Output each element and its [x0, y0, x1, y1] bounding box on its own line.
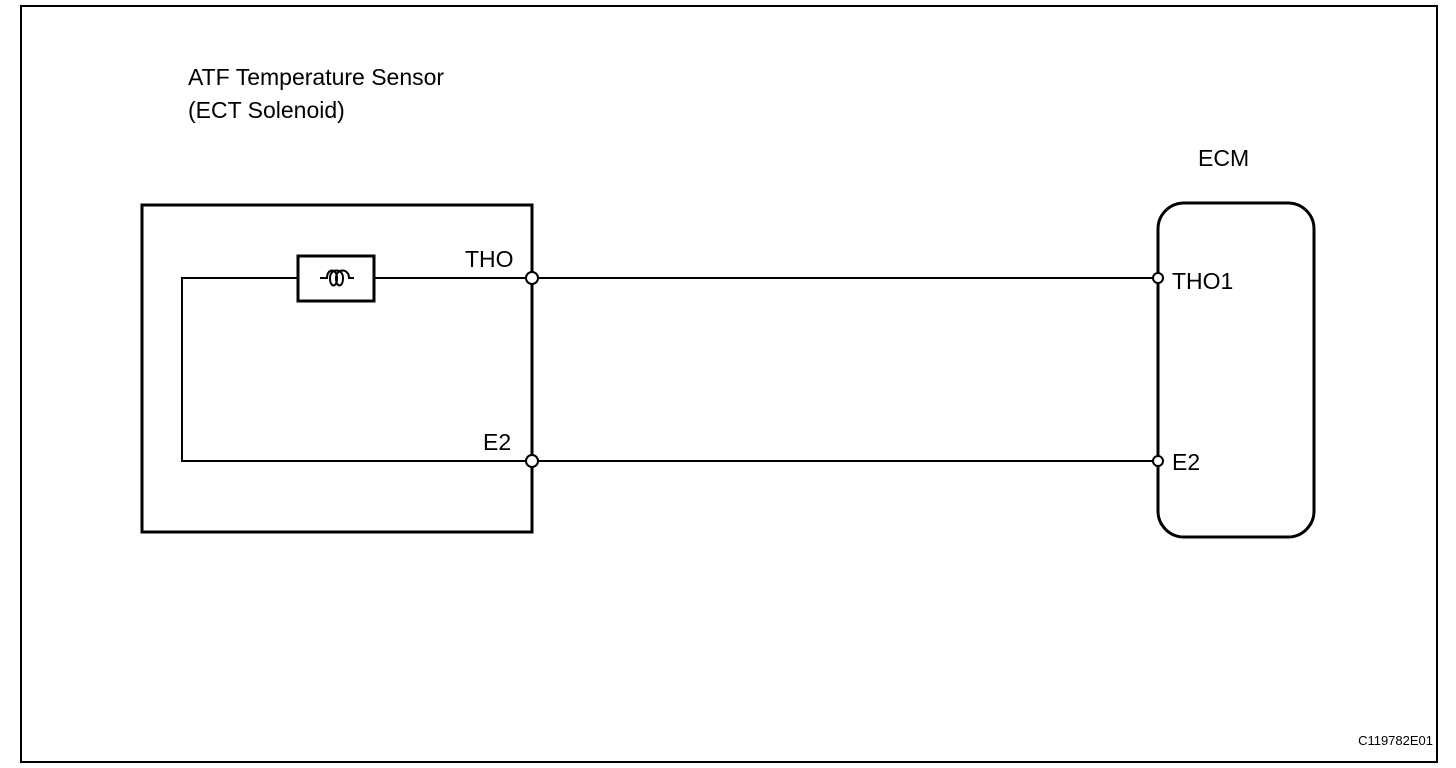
thermistor-icon: [296, 254, 376, 303]
ecm-box: [1156, 201, 1316, 539]
ecm-terminal-e2: [1152, 455, 1164, 467]
ecm-terminal-tho1: [1152, 272, 1164, 284]
sensor-pin-tho-label: THO: [465, 246, 514, 272]
ecm-pin-tho1-label: THO1: [1172, 268, 1233, 294]
outer-frame: [20, 5, 1438, 763]
figure-code: C119782E01: [1358, 733, 1433, 748]
ecm-pin-e2-label: E2: [1172, 449, 1200, 475]
ecm-title: ECM: [1198, 145, 1249, 171]
sensor-terminal-e2: [525, 454, 539, 468]
sensor-terminal-tho: [525, 271, 539, 285]
sensor-title-line2: (ECT Solenoid): [188, 97, 345, 123]
sensor-internal-wire: [181, 277, 532, 462]
sensor-title-line1: ATF Temperature Sensor: [188, 64, 444, 90]
sensor-box: [140, 203, 534, 534]
sensor-pin-e2-label: E2: [483, 429, 511, 455]
